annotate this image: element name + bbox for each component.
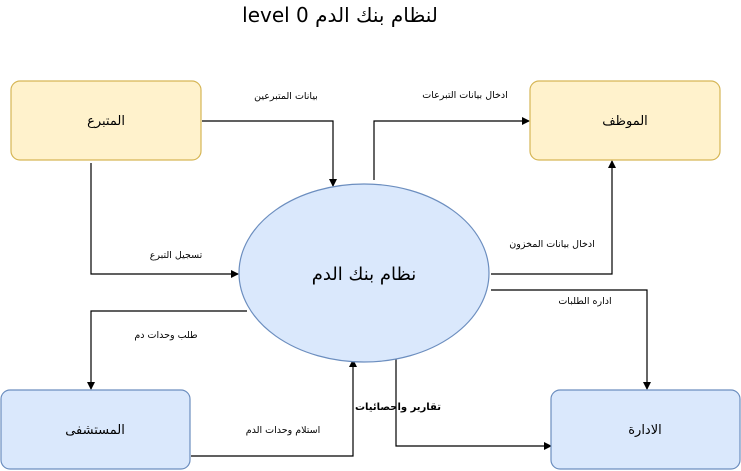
entity-hospital-label: المستشفى xyxy=(65,423,125,438)
label-register-donation: تسجيل التبرع xyxy=(150,250,203,261)
label-receive-units: استلام وحدات الدم xyxy=(246,425,321,436)
edge-system-reports-to-administration xyxy=(395,358,552,450)
entity-donor: المتبرع xyxy=(10,80,202,161)
edge-system-to-hospital xyxy=(87,310,247,390)
edge-system-to-employee xyxy=(373,117,530,180)
edge-donor-to-system xyxy=(202,120,337,187)
edge-hospital-to-system xyxy=(191,359,357,457)
process-blood-bank-system: نظام بنك الدم xyxy=(238,183,490,363)
diagram-title: لنظام بنك الدم level 0 xyxy=(242,3,438,27)
entity-administration: الادارة xyxy=(550,389,741,470)
label-reports-stats: تقارير واحصائيات xyxy=(355,402,441,413)
label-enter-inventory: ادخال بيانات المخزون xyxy=(509,239,594,250)
entity-employee: الموظف xyxy=(529,80,721,161)
edge-donor-register xyxy=(90,163,239,278)
label-enter-donations: ادخال بيانات التبرعات xyxy=(422,90,507,101)
label-request-units: طلب وحدات دم xyxy=(134,330,197,341)
entity-donor-label: المتبرع xyxy=(87,114,125,129)
label-manage-requests: اداره الطلبات xyxy=(558,296,611,307)
edge-system-to-administration xyxy=(491,289,651,390)
edge-system-to-employee-inventory xyxy=(491,160,616,275)
process-label: نظام بنك الدم xyxy=(312,264,417,285)
entity-hospital: المستشفى xyxy=(0,389,191,470)
label-donor-data: بيانات المتبرعين xyxy=(254,91,318,102)
entity-employee-label: الموظف xyxy=(602,114,648,129)
entity-administration-label: الادارة xyxy=(628,423,662,438)
